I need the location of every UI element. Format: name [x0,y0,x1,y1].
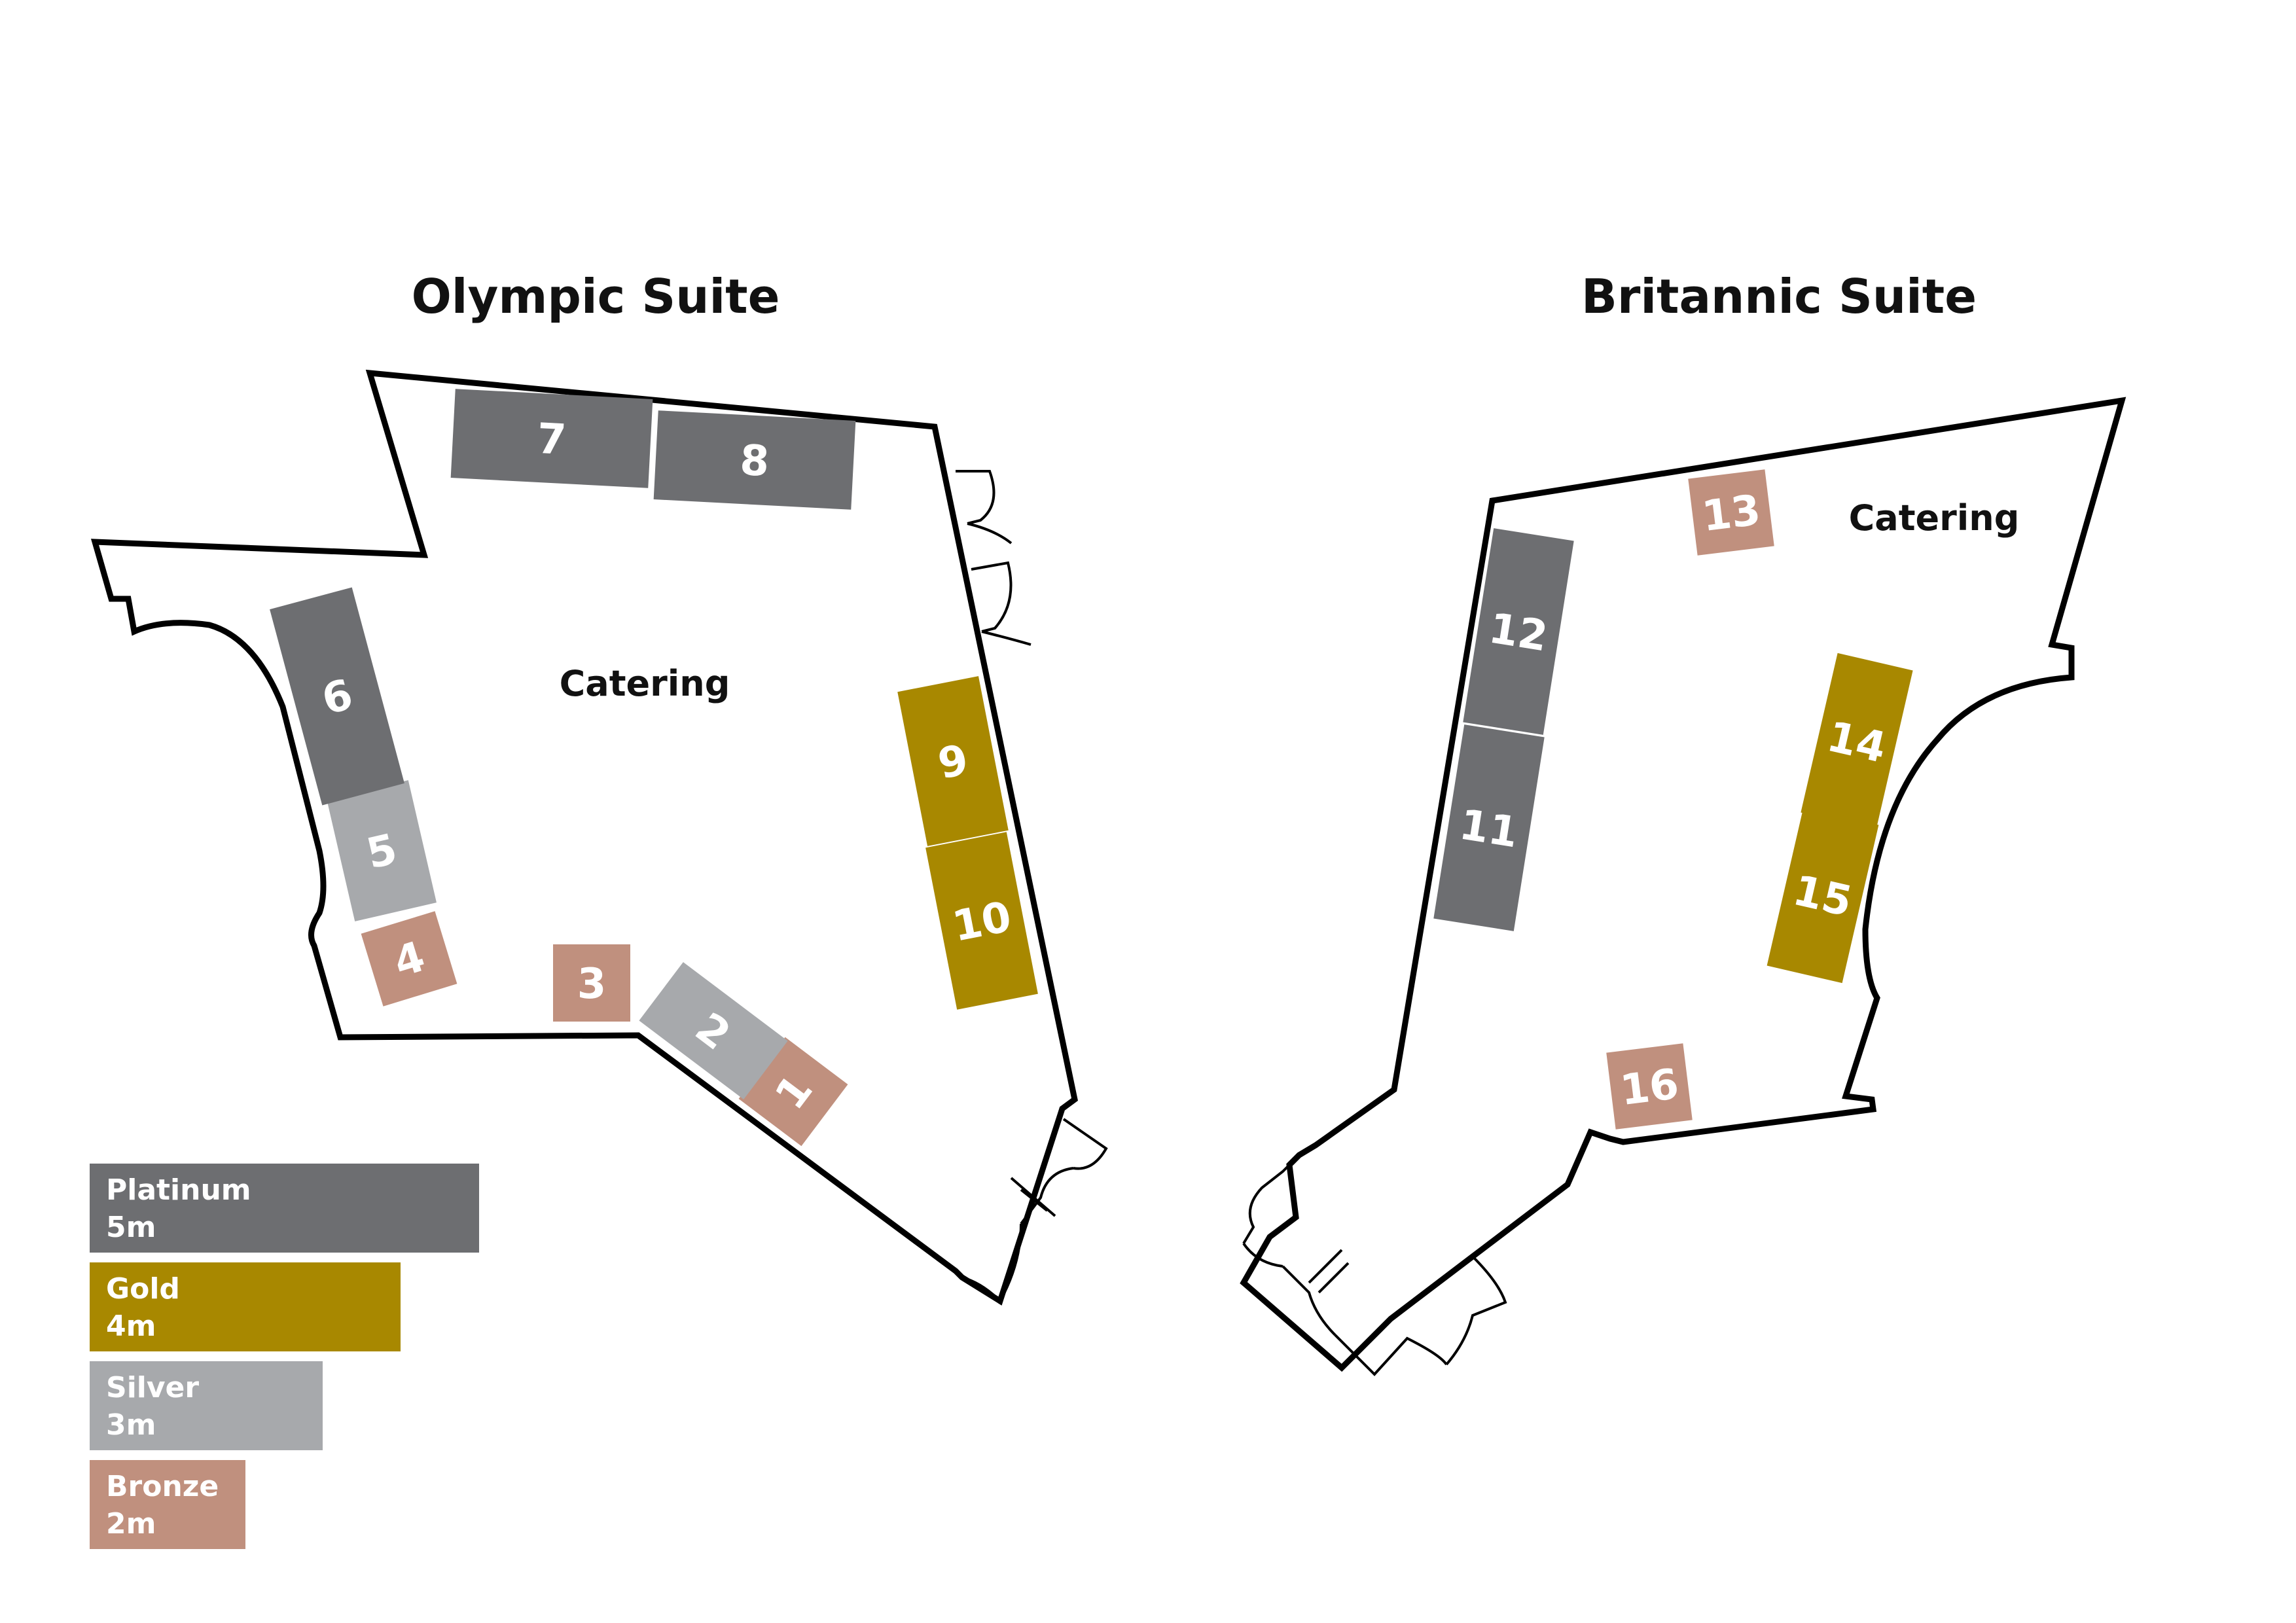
legend-swatch-silver [90,1361,323,1450]
stand-11-number: 11 [1456,800,1522,857]
stand-12-number: 12 [1486,604,1551,661]
stand-8: 8 [653,410,856,510]
legend-tier-size: 4m [106,1310,156,1343]
legend-tier-name: Bronze [106,1470,219,1503]
legend-tier-size: 3m [106,1408,156,1442]
olympic-suite-title: Olympic Suite [412,269,780,324]
stand-13-shape [1688,469,1774,556]
legend-tier-name: Silver [106,1371,199,1404]
stand-8-number: 8 [739,437,770,486]
legend-swatch-bronze [90,1460,245,1549]
legend-item-gold: Gold 4m [90,1262,401,1351]
britannic-suite-title: Britannic Suite [1581,269,1977,324]
stand-4: 4 [361,911,457,1007]
stand-13-number: 13 [1700,486,1763,541]
legend-tier-name: Gold [106,1272,180,1306]
legend-tier-size: 2m [106,1507,156,1541]
stand-14-shape [1801,652,1913,830]
stand-13: 13 [1688,469,1774,556]
stand-7-shape [450,389,653,488]
stand-12: 12 [1463,528,1574,735]
stand-16-shape [1606,1043,1693,1130]
legend-tier-size: 5m [106,1211,156,1244]
stand-12-shape [1463,528,1574,735]
stand-9: 9 [897,676,1009,846]
stand-8-shape [653,410,856,510]
legend-item-platinum: Platinum 5m [90,1164,479,1253]
legend-tier-name: Platinum [106,1173,251,1207]
stand-7: 7 [450,389,653,488]
legend-swatch-gold [90,1262,401,1351]
britannic-catering-label: Catering [1849,497,2020,539]
stand-3: 3 [553,944,630,1022]
stand-6-shape [270,587,404,806]
stand-5: 5 [327,780,437,921]
stand-3-number: 3 [577,960,607,1008]
britannic-suite-walls [1240,397,2126,1376]
stand-5-shape [327,780,437,921]
stand-15: 15 [1767,807,1879,984]
stand-2: 2 [639,962,788,1099]
legend-item-silver: Silver 3m [90,1361,323,1450]
stand-16: 16 [1606,1043,1693,1130]
legend-item-bronze: Bronze 2m [90,1460,245,1549]
stand-10-shape [925,832,1038,1010]
stand-3-shape [553,944,630,1022]
stand-7-number: 7 [536,415,567,465]
olympic-catering-label: Catering [560,663,730,704]
stand-16-number: 16 [1618,1060,1681,1115]
legend-swatch-platinum [90,1164,479,1253]
stand-10: 10 [925,832,1038,1010]
stand-14: 14 [1801,652,1913,830]
stand-6: 6 [270,587,404,806]
stand-9-shape [897,676,1009,846]
stand-4-shape [361,911,457,1007]
stand-11-shape [1433,724,1545,931]
stand-2-shape [639,962,788,1099]
stand-10-number: 10 [949,893,1016,952]
olympic-suite-walls [90,369,1108,1306]
stand-15-shape [1767,807,1879,984]
stand-11: 11 [1433,724,1545,931]
